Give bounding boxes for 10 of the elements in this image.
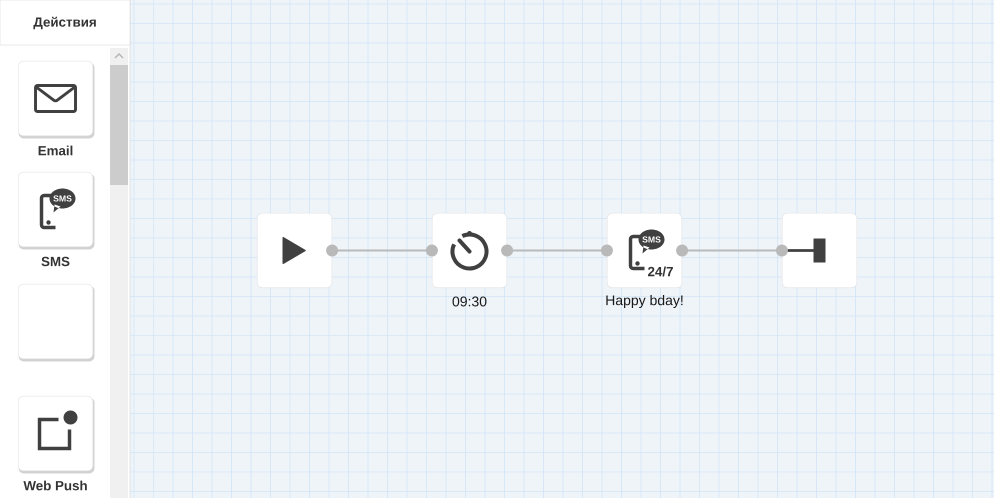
connector (676, 244, 788, 256)
step-caption: Happy bday! (606, 294, 682, 308)
connector (326, 244, 438, 256)
action-tile (18, 284, 94, 362)
tab-header: Действия (0, 0, 130, 46)
step-caption: 09:30 (452, 296, 486, 306)
tile-caption: SMS (41, 256, 70, 266)
connector (501, 244, 613, 256)
tile-caption: Email (38, 146, 72, 156)
tile-caption: Web Push (23, 480, 87, 490)
